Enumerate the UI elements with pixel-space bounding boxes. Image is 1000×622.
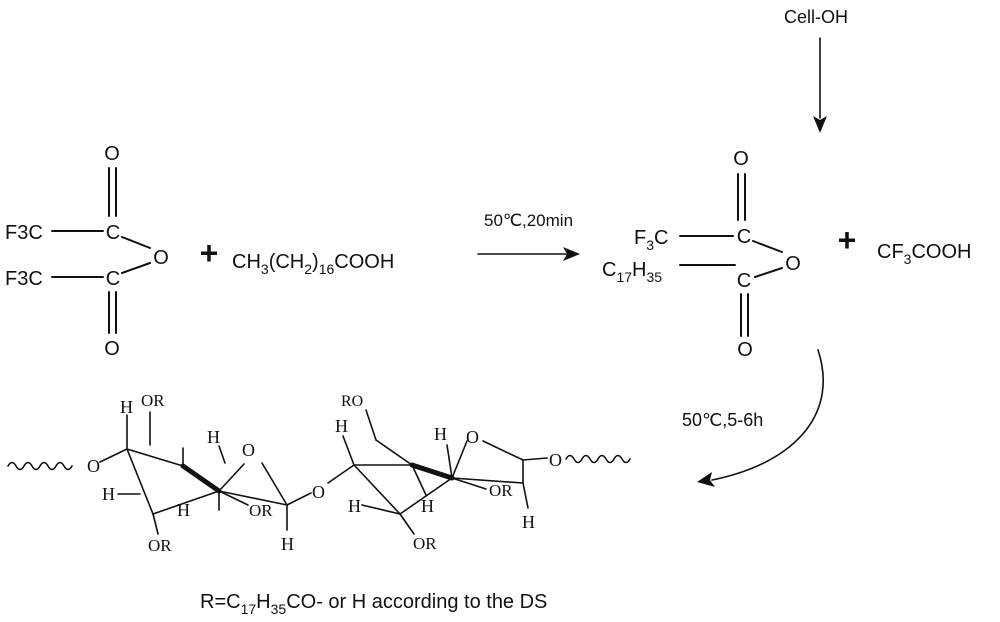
ring2-or-mid: OR (489, 481, 513, 500)
cellulose-ester-product: O H OR H O H H OR OR H O (7, 391, 631, 555)
ring1-or-mid: OR (249, 501, 273, 520)
ring2-or-bottom: OR (413, 534, 437, 553)
ring2-link-oxygen: O (549, 450, 562, 470)
wavy-chain-left (7, 461, 73, 471)
cf3-group-bottom: F3C (5, 268, 43, 290)
mixed-carbonyl-oxygen-bottom: O (737, 339, 753, 361)
plus-sign-2: + (838, 222, 857, 258)
cell-oh-label: Cell-OH (784, 7, 848, 27)
mixed-anhydride: O F3C C O C17H35 C O (602, 148, 801, 361)
ring1-h-top: H (120, 397, 133, 417)
step1-condition: 50℃,20min (484, 211, 573, 230)
ring2-h-top: H (335, 416, 348, 436)
cell-oh-arrowhead (813, 116, 827, 133)
mixed-carbonyl-oxygen-top: O (733, 148, 749, 170)
ring1-h-left: H (102, 484, 115, 504)
substituent-legend: R=C17H35CO- or H according to the DS (200, 591, 547, 617)
ring1-h-ring: H (207, 427, 220, 447)
ring1-o-ring: O (242, 440, 255, 460)
ring1-h-anomeric: H (281, 534, 294, 554)
ring2-o-ring: O (466, 427, 479, 447)
step2-condition: 50℃,5-6h (682, 410, 763, 430)
stearic-acid-formula: CH3(CH2)16COOH (232, 251, 394, 277)
mixed-cf3-group: F3C (634, 227, 668, 253)
ring2-h-anomeric: H (522, 512, 535, 532)
mixed-carbonyl-carbon-bottom: C (737, 270, 751, 292)
wavy-chain-right (565, 454, 631, 464)
ring2-h-left: H (348, 496, 361, 516)
step2-curved-arrow (711, 349, 824, 481)
ring1-or-bottom: OR (148, 536, 172, 555)
trifluoroacetic-anhydride: O F3C C O F3C C O (5, 143, 169, 360)
bridging-oxygen: O (153, 247, 169, 269)
step2-arrowhead (697, 472, 715, 487)
carbonyl-carbon-top: C (106, 222, 120, 244)
trifluoroacetic-acid-formula: CF3COOH (877, 241, 971, 267)
mixed-carbonyl-carbon-top: C (737, 226, 751, 248)
ring2-h-lower: H (421, 496, 434, 516)
ring2-ro-top: RO (341, 393, 363, 410)
carbonyl-oxygen-bottom: O (104, 338, 120, 360)
plus-sign-1: + (200, 235, 219, 271)
ring2-h-ring: H (434, 424, 447, 444)
mixed-alkyl-chain: C17H35 (602, 259, 662, 285)
cf3-group-top: F3C (5, 222, 43, 244)
ring1-link-oxygen: O (87, 456, 100, 476)
glycosidic-oxygen: O (312, 482, 325, 502)
ring1-or-top: OR (141, 391, 165, 410)
carbonyl-oxygen-top: O (104, 143, 120, 165)
step1-arrowhead (563, 247, 580, 261)
carbonyl-carbon-bottom: C (106, 268, 120, 290)
mixed-bridging-oxygen: O (785, 253, 801, 275)
ring1-h-lower: H (177, 500, 190, 520)
